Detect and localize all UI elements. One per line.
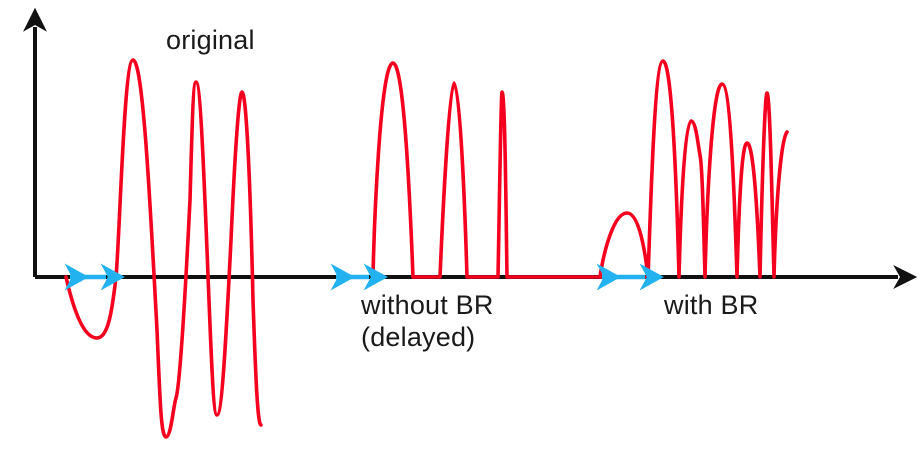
- waveform-with-br: [598, 59, 789, 279]
- label-with-br: with BR: [664, 290, 759, 320]
- label-without-br-line1: without BR: [361, 290, 494, 320]
- waveform-original: [64, 58, 263, 439]
- label-original: original: [166, 25, 255, 55]
- label-without-br: without BR(delayed): [361, 289, 494, 353]
- waveform-without-br: [371, 61, 647, 279]
- label-without-br-line2: (delayed): [361, 322, 476, 352]
